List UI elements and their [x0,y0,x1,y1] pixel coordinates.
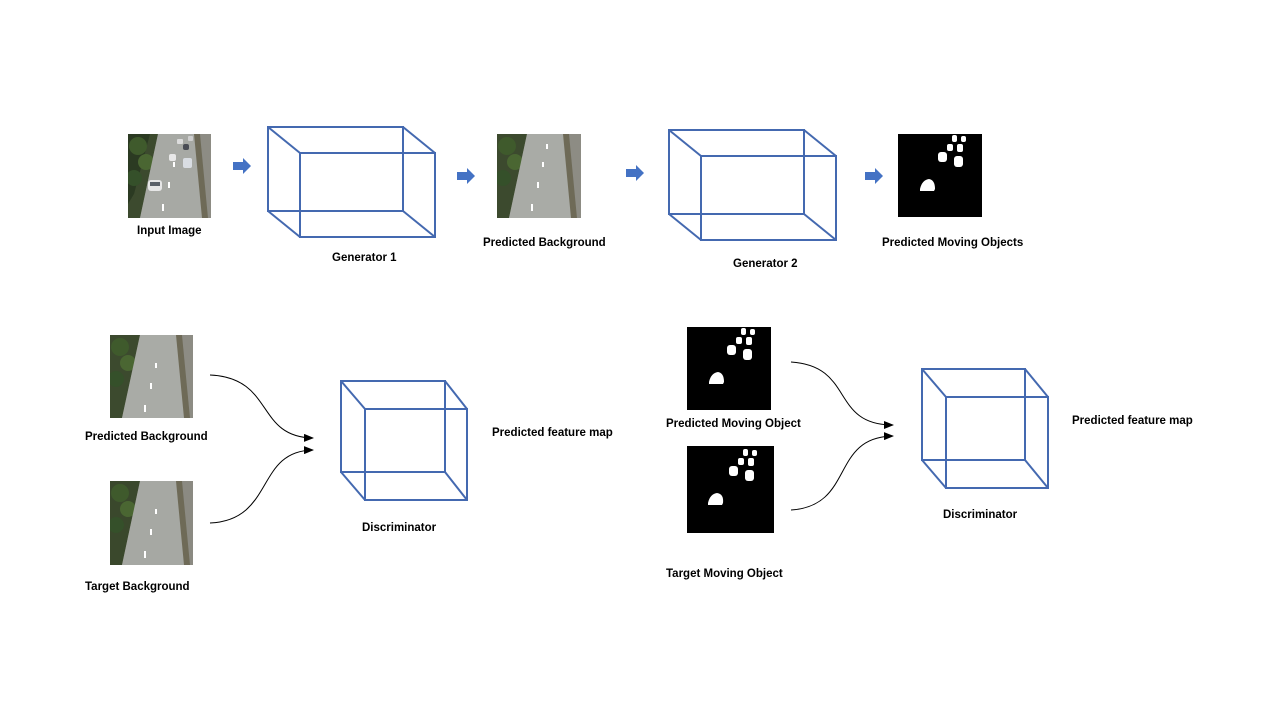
br-predicted-moving-object-label: Predicted Moving Object [666,418,801,430]
input-image-label: Input Image [137,225,202,237]
predicted-moving-objects-mask [898,134,982,217]
input-image [128,134,211,218]
predicted-moving-objects-label: Predicted Moving Objects [882,237,1024,249]
target-moving-object-mask [687,446,774,533]
block-arrow-1 [233,158,251,174]
target-background-image [110,481,193,565]
generator-1-box [267,126,436,238]
predicted-background-image [497,134,581,218]
discriminator-left-box [340,380,468,501]
target-moving-object-label: Target Moving Object [666,568,783,580]
block-arrow-3 [626,165,644,181]
bl-predicted-background-label: Predicted Background [85,431,208,443]
discriminator-left-label: Discriminator [362,522,437,534]
curve-arrow-br-bottom [790,432,894,511]
feature-map-right-label: Predicted feature map [1072,415,1193,427]
br-predicted-moving-object-mask [687,327,771,410]
discriminator-right-label: Discriminator [943,509,1018,521]
feature-map-left-label: Predicted feature map [492,427,613,439]
bl-predicted-background-image [110,335,193,418]
block-arrow-4 [865,168,883,184]
generator-2-box [668,129,837,241]
generator-2-label: Generator 2 [733,258,798,270]
generator-1-label: Generator 1 [332,252,397,264]
predicted-background-label: Predicted Background [483,237,606,249]
discriminator-right-box [921,368,1049,489]
curve-arrow-bl-top [209,374,314,442]
curve-arrow-br-top [790,361,894,429]
target-background-label: Target Background [85,581,190,593]
curve-arrow-bl-bottom [209,446,314,524]
block-arrow-2 [457,168,475,184]
